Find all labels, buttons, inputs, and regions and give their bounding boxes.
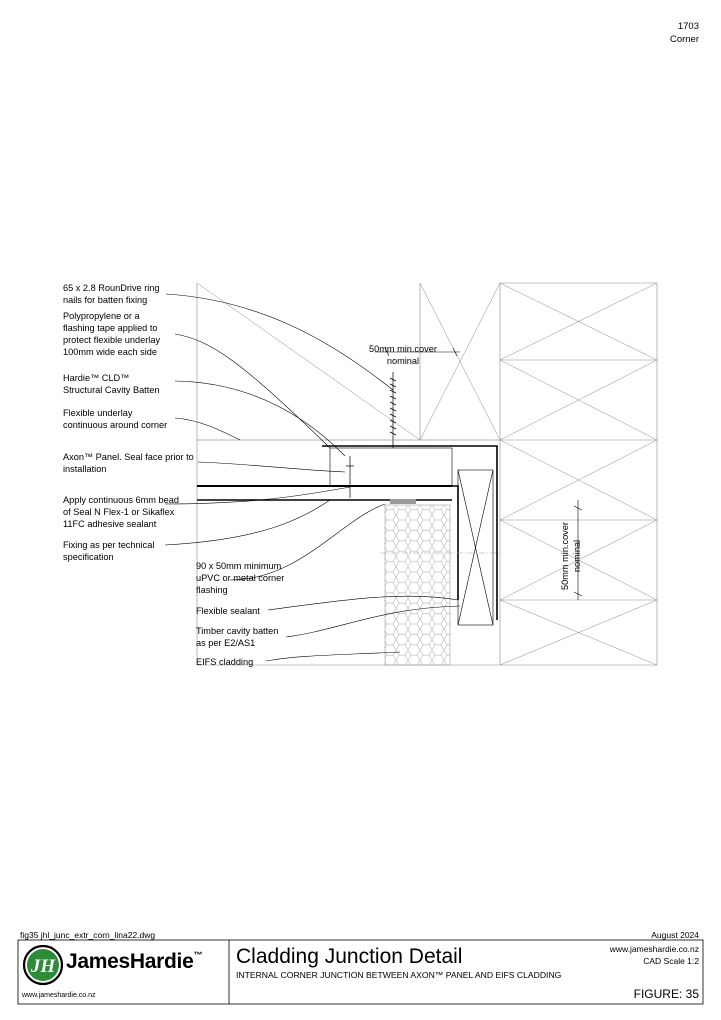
callout-flexible-sealant: Flexible sealant [196, 606, 260, 616]
website-small: www.jameshardie.co.nz [22, 992, 96, 999]
jameshardie-logo-icon: JH [22, 944, 64, 986]
logo-letters: JH [30, 956, 57, 977]
leader-lines [164, 293, 461, 662]
file-name: fig35 jhl_junc_extr_corn_lina22.dwg [20, 930, 156, 940]
brand-trademark: ™ [193, 950, 203, 960]
cad-scale: CAD Scale 1:2 [643, 956, 699, 966]
drawing-subtitle: INTERNAL CORNER JUNCTION BETWEEN AXON™ P… [236, 970, 562, 980]
issue-date: August 2024 [651, 930, 699, 940]
sealant-bead [390, 499, 416, 504]
figure-number: FIGURE: 35 [633, 987, 699, 1001]
website: www.jameshardie.co.nz [609, 944, 699, 954]
brand-name: JamesHardie™ [66, 950, 203, 973]
top-cover-dimension: 50mm min.cover nominal [369, 344, 437, 366]
dimension-lines [375, 347, 583, 600]
sheet-number: 1703 [677, 21, 699, 32]
sheet-name: Corner [669, 34, 699, 45]
framing-grid [196, 282, 658, 666]
eifs-cladding [384, 504, 451, 666]
framing-cross-hatch [196, 282, 658, 666]
centre-lines [197, 439, 500, 554]
callout-eifs-cladding: EIFS cladding [196, 657, 254, 667]
corner-flashing [322, 445, 498, 620]
fixings [346, 372, 397, 498]
drawing-title: Cladding Junction Detail [236, 945, 463, 968]
